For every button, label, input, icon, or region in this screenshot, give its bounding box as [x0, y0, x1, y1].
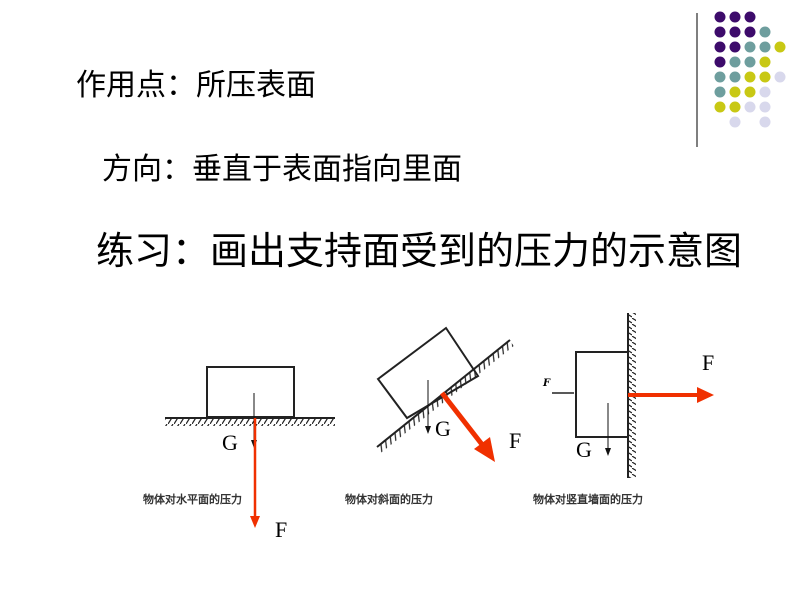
- g-label: G: [222, 430, 238, 455]
- decor-dot: [744, 56, 756, 68]
- caption: 物体对竖直墙面的压力: [533, 492, 643, 506]
- decor-dot: [759, 26, 771, 38]
- decor-dot: [729, 71, 741, 83]
- f-label: F: [509, 428, 521, 453]
- decor-dot: [714, 41, 726, 53]
- decorative-dots: [696, 11, 786, 147]
- decor-dot: [714, 11, 726, 23]
- decor-dot: [759, 101, 771, 113]
- diagram-incline: G F 物体对斜面的压力: [345, 326, 521, 506]
- decor-dot: [759, 71, 771, 83]
- decor-dot: [759, 56, 771, 68]
- diagram-horizontal: G F 物体对水平面的压力: [143, 366, 335, 542]
- decor-dot: [759, 116, 771, 128]
- decor-dot: [744, 26, 756, 38]
- decor-dot: [729, 86, 741, 98]
- point-of-application-text: 作用点：所压表面: [76, 68, 316, 103]
- block: [575, 351, 628, 438]
- pressure-arrow: [440, 391, 486, 449]
- g-label: G: [576, 437, 592, 462]
- decor-dot: [714, 56, 726, 68]
- decor-dot: [744, 11, 756, 23]
- decor-dot: [774, 41, 786, 53]
- caption: 物体对斜面的压力: [345, 492, 433, 506]
- f-label: F: [275, 517, 287, 542]
- decor-dot: [729, 116, 741, 128]
- decor-dot: [744, 41, 756, 53]
- caption: 物体对水平面的压力: [143, 492, 242, 506]
- decor-dot: [729, 11, 741, 23]
- direction-text: 方向：垂直于表面指向里面: [102, 152, 462, 187]
- decor-dot: [714, 86, 726, 98]
- decor-dot: [744, 71, 756, 83]
- ground-hatch: [165, 419, 335, 426]
- decor-dot: [729, 56, 741, 68]
- decor-dot: [759, 86, 771, 98]
- f-label: F: [702, 350, 714, 375]
- decor-dot: [729, 26, 741, 38]
- decor-dot: [744, 86, 756, 98]
- g-label: G: [435, 416, 451, 441]
- block: [376, 326, 480, 420]
- push-label: F: [542, 378, 551, 389]
- decor-dot: [774, 71, 786, 83]
- decor-dot: [714, 26, 726, 38]
- decor-dot: [759, 41, 771, 53]
- exercise-text: 练习：画出支持面受到的压力的示意图: [96, 229, 743, 273]
- decor-dot: [744, 101, 756, 113]
- decor-dot: [729, 101, 741, 113]
- decor-dot: [714, 101, 726, 113]
- diagram-wall: F F G 物体对竖直墙面的压力: [533, 313, 714, 506]
- block: [206, 366, 295, 418]
- decor-dot: [714, 71, 726, 83]
- decor-dot: [729, 41, 741, 53]
